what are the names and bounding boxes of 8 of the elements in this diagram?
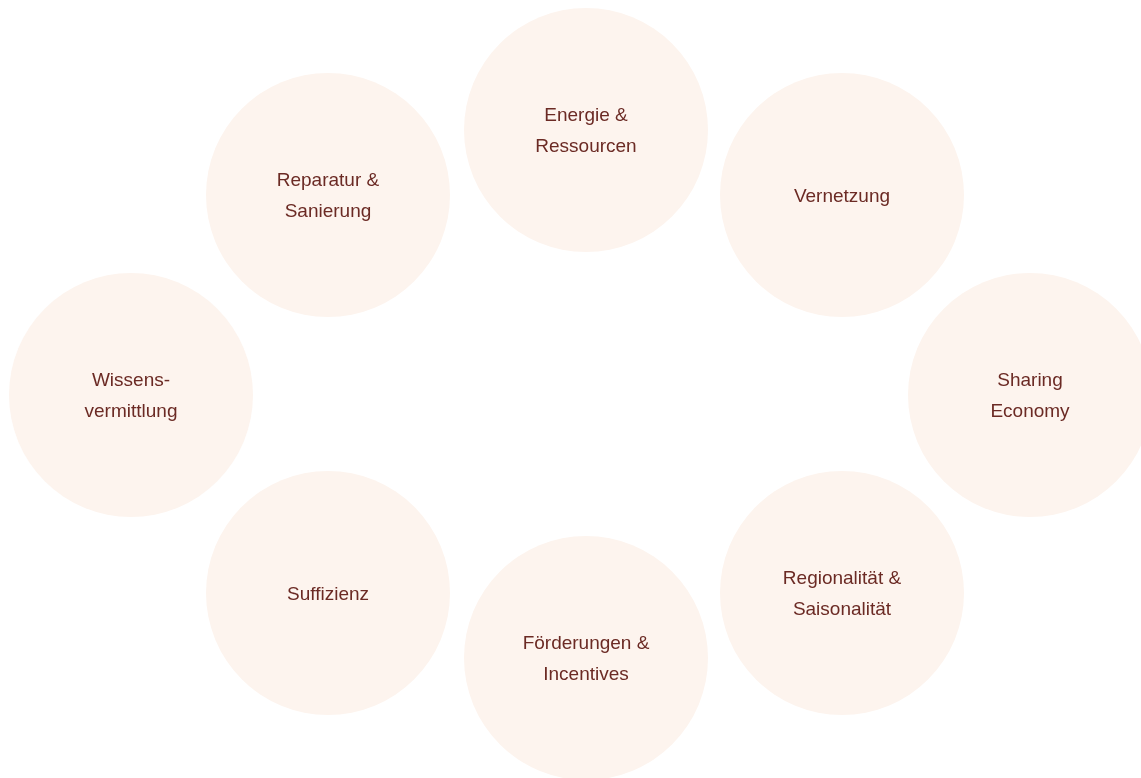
topic-label: Vernetzung [792,183,892,208]
topic-label: Wissens- vermittlung [83,368,179,423]
topic-label: Regionalität & Saisonalität [781,566,903,621]
topic-label: Suffizienz [286,581,370,606]
topic-label: Energie & Ressourcen [534,103,638,158]
topic-label: Förderungen & Incentives [521,631,651,686]
topic-label: Sharing Economy [989,368,1071,423]
topic-label: Reparatur & Sanierung [275,168,381,223]
